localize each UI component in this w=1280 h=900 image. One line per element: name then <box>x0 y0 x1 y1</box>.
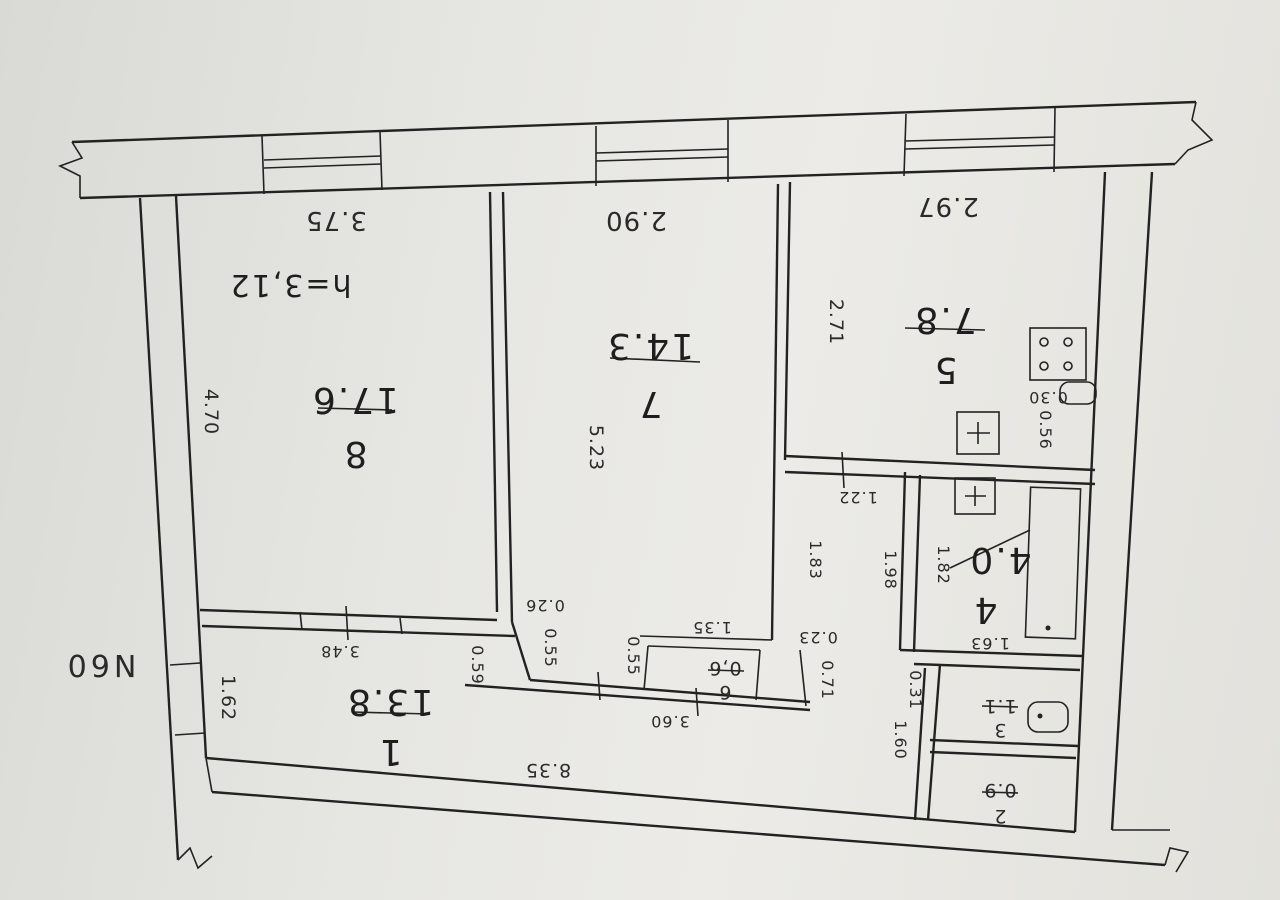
room-2-label: 2 0.9 <box>981 779 1019 827</box>
room-area: 4.0 <box>968 539 1031 580</box>
room-number: 2 <box>993 805 1006 827</box>
outer-walls <box>57 100 1214 873</box>
partitions <box>199 181 1096 821</box>
dim-room8-width: 3.75 <box>305 205 367 235</box>
room-number: 4 <box>973 589 998 630</box>
dim-0-30: 0.30 <box>1028 388 1068 407</box>
sink-icon <box>956 411 1000 455</box>
room-number: 1 <box>378 731 403 772</box>
window-room5 <box>903 107 1056 177</box>
bathtub-icon <box>1024 486 1082 640</box>
toilet-icon <box>1027 701 1069 733</box>
dim-hall-length: 8.35 <box>525 759 571 781</box>
dim-1-83: 1.83 <box>806 540 825 580</box>
room-3-label: 3 1.1 <box>981 695 1019 741</box>
dim-1-98: 1.98 <box>881 550 900 590</box>
dim-0-56: 0.56 <box>1036 410 1055 450</box>
ceiling-height: h=3,12 <box>229 267 352 302</box>
dim-room7-length: 5.23 <box>585 425 607 471</box>
washbasin-icon <box>954 477 996 515</box>
windows <box>261 107 1056 195</box>
room-area: 17.6 <box>311 379 399 420</box>
room-area: 13.8 <box>346 681 434 722</box>
dim-hall-b: 3.60 <box>650 712 690 731</box>
room-area: 1.1 <box>983 695 1016 717</box>
sheet-label: N60 <box>64 647 137 682</box>
dim-room7-width: 2.90 <box>605 205 667 235</box>
dim-1-60: 1.60 <box>891 720 910 760</box>
room-number: 8 <box>343 433 368 474</box>
dim-0-26: 0.26 <box>525 596 565 615</box>
room-area: 0.9 <box>983 779 1016 801</box>
dim-room8-length: 4.70 <box>200 389 222 435</box>
dim-0-31: 0.31 <box>906 670 925 710</box>
room-5-label: 5 7.8 <box>904 299 986 390</box>
stove-icon <box>1029 327 1087 381</box>
riser-icon <box>1059 381 1097 405</box>
room-number: 7 <box>638 383 663 424</box>
window-room8 <box>261 131 383 195</box>
room-7-label: 7 14.3 <box>606 325 701 424</box>
room-4-label: 4 4.0 <box>949 529 1032 630</box>
room-6-label: 6 0,6 <box>707 657 745 703</box>
room-1-label: 1 13.8 <box>346 681 434 772</box>
dim-0-55-b: 0.55 <box>624 636 643 676</box>
dim-hall-a: 3.48 <box>320 642 360 661</box>
dim-hall-width: 1.62 <box>217 675 239 721</box>
room-number: 3 <box>993 719 1006 741</box>
dim-1-22: 1.22 <box>838 488 878 507</box>
dim-1-35: 1.35 <box>692 618 732 637</box>
room-number: 6 <box>718 681 731 703</box>
dim-0-55-a: 0.55 <box>541 628 560 668</box>
dim-0-23: 0.23 <box>798 628 838 647</box>
room-8-label: 8 17.6 <box>311 379 399 474</box>
room-area: 14.3 <box>606 325 694 366</box>
dim-0-71: 0.71 <box>818 660 837 700</box>
fixtures <box>169 327 1097 736</box>
room-number: 5 <box>933 349 958 390</box>
dim-room5-length: 2.71 <box>825 299 847 345</box>
dim-0-59: 0.59 <box>468 645 487 685</box>
dim-room5-width: 2.97 <box>917 191 979 221</box>
room-area: 7.8 <box>913 299 976 340</box>
dim-1-63: 1.63 <box>970 634 1010 653</box>
labels: N60 h=3,12 8 17.6 7 14.3 5 7.8 4 4.0 1 <box>64 191 1068 827</box>
room-area: 0,6 <box>708 657 741 679</box>
dim-1-82: 1.82 <box>934 545 953 585</box>
window-room7 <box>595 120 729 186</box>
